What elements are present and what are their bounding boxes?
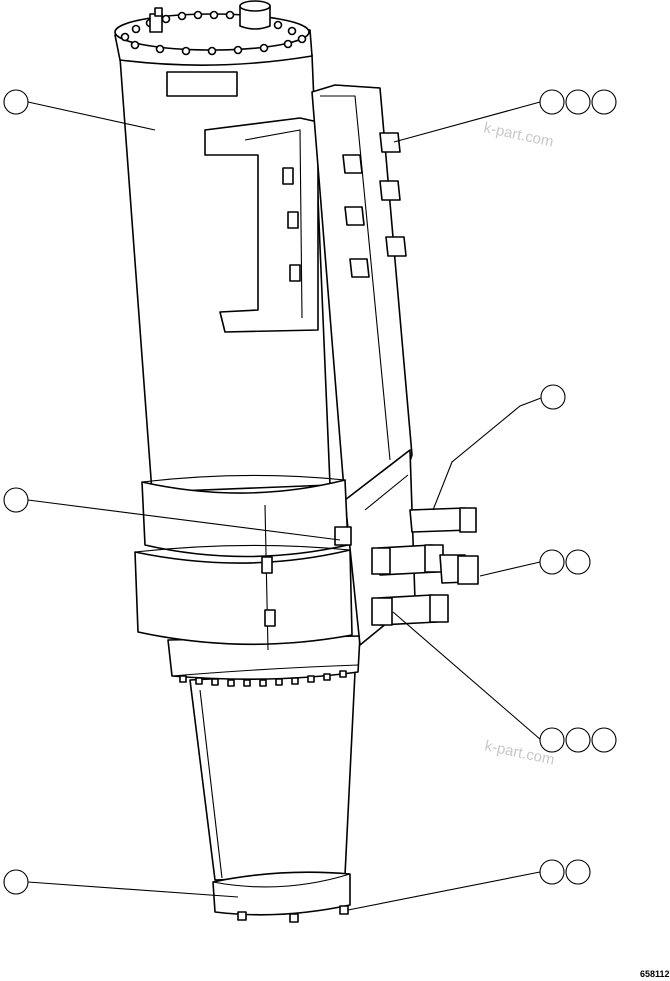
callout-1 xyxy=(3,89,29,115)
watermark-1: k-part.com xyxy=(482,119,555,150)
lower-tube xyxy=(189,671,356,881)
leader-lines xyxy=(27,101,542,911)
callout-4 xyxy=(3,487,29,513)
clamp-bracket xyxy=(204,117,319,333)
bottom-end-cap xyxy=(212,871,351,923)
callout-6a xyxy=(539,727,565,753)
middle-band xyxy=(134,474,353,651)
nameplate xyxy=(166,71,238,97)
callout-8b xyxy=(565,859,591,885)
callout-2b xyxy=(565,89,591,115)
callout-2a xyxy=(539,89,565,115)
callout-2c xyxy=(591,89,617,115)
callout-7 xyxy=(3,869,29,895)
callout-3 xyxy=(540,384,566,410)
lifting-lug xyxy=(149,7,163,33)
hose-fittings xyxy=(371,507,479,626)
lower-flange xyxy=(167,635,361,687)
callout-8a xyxy=(539,859,565,885)
callout-6b xyxy=(565,727,591,753)
callout-6c xyxy=(591,727,617,753)
figure-id: 658112 xyxy=(640,969,670,979)
callouts xyxy=(3,89,617,895)
top-cap xyxy=(114,0,313,97)
callout-5a xyxy=(539,549,565,575)
mounting-plate xyxy=(311,84,413,506)
port-fitting xyxy=(239,0,271,30)
flange-bolt-ring xyxy=(179,670,347,687)
plate-bolts xyxy=(342,132,407,278)
callout-5b xyxy=(565,549,591,575)
